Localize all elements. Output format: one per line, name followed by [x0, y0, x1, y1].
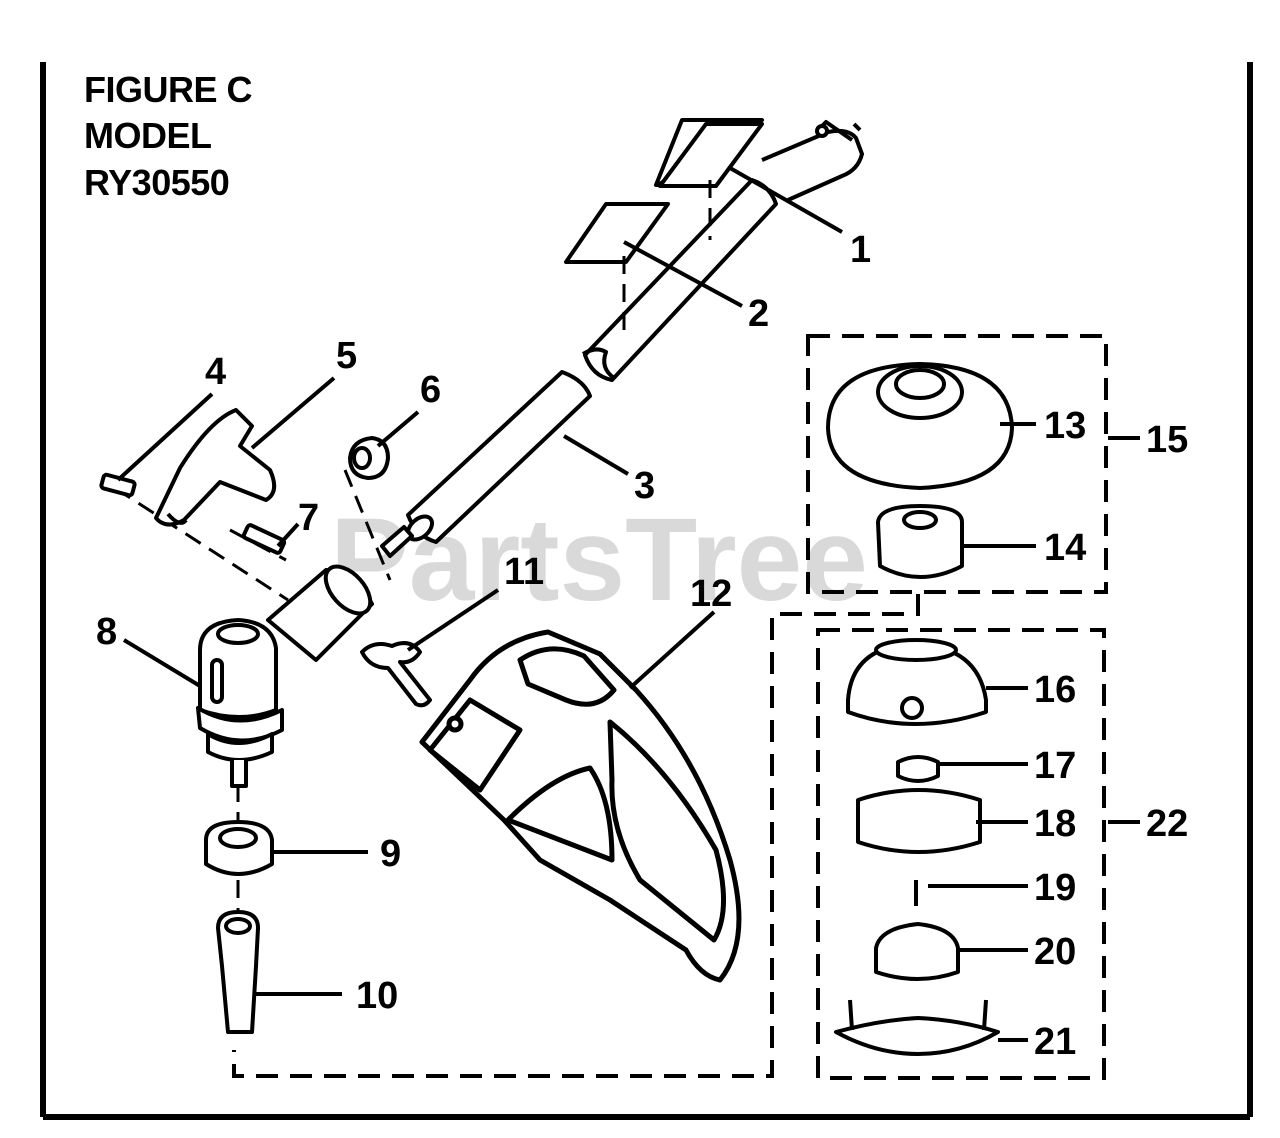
callout-5: 5 — [336, 335, 357, 377]
model-label: MODEL — [84, 115, 212, 156]
model-number: RY30550 — [84, 162, 230, 203]
callout-10: 10 — [356, 975, 398, 1017]
callout-20: 20 — [1034, 931, 1076, 973]
label-sheets — [564, 118, 764, 264]
figure-title: FIGURE C — [84, 69, 253, 110]
callout-4: 4 — [205, 351, 226, 393]
spool-head — [826, 362, 1014, 579]
callout-21: 21 — [1034, 1021, 1076, 1063]
callout-16: 16 — [1034, 669, 1076, 711]
bump-head — [834, 638, 1000, 1056]
callout-14: 14 — [1044, 527, 1086, 569]
callout-15: 15 — [1146, 419, 1188, 461]
gear-head — [196, 564, 374, 788]
assembly-boxes — [232, 334, 1108, 1080]
callout-3: 3 — [634, 465, 655, 507]
callout-9: 9 — [380, 833, 401, 875]
callout-8: 8 — [96, 611, 117, 653]
callout-12: 12 — [690, 573, 732, 615]
callout-22: 22 — [1146, 803, 1188, 845]
callout-2: 2 — [748, 293, 769, 335]
small-parts — [99, 408, 432, 1034]
leader-lines — [116, 166, 1140, 1042]
callout-numbers: 1 2 3 4 5 6 7 8 9 10 11 12 13 14 15 16 1… — [96, 229, 1188, 1063]
shaft-tube — [380, 120, 864, 558]
frame — [40, 62, 1253, 1120]
guard — [419, 629, 742, 983]
callout-19: 19 — [1034, 867, 1076, 909]
callout-18: 18 — [1034, 803, 1076, 845]
dash-guides — [114, 180, 712, 918]
callout-11: 11 — [504, 551, 544, 593]
callout-6: 6 — [420, 369, 441, 411]
callout-1: 1 — [850, 229, 871, 271]
callout-13: 13 — [1044, 405, 1086, 447]
callout-7: 7 — [298, 497, 319, 539]
callout-17: 17 — [1034, 745, 1076, 787]
